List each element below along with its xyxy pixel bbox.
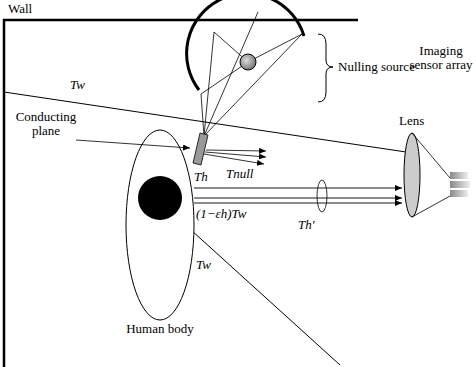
human-body-outline (126, 130, 194, 320)
part-label: Nulling source (338, 60, 415, 74)
lens-ray (412, 196, 450, 217)
part-label: Imaging sensor array (408, 44, 474, 72)
plane-ray (204, 32, 214, 136)
sensor-element (450, 181, 470, 188)
reflected-ray-arrow (194, 203, 402, 204)
plane-ray (204, 34, 302, 136)
lens-ray (412, 133, 450, 178)
sensor-element (450, 190, 468, 197)
signal-label: (1−εh)Tw (196, 207, 247, 221)
part-label: Conducting plane (14, 110, 78, 138)
brace (318, 34, 333, 102)
signal-label: Tw (70, 78, 85, 92)
nulling-reflector-arc (187, 0, 304, 90)
wall-line (4, 20, 358, 367)
null-ray-arrow (204, 154, 264, 164)
part-label: Lens (399, 114, 424, 128)
plane-ray (204, 12, 258, 136)
sensor-element (450, 172, 468, 179)
null-ray-arrow (205, 152, 266, 157)
signal-label: Th (194, 170, 208, 184)
nulling-source-emitter (240, 54, 256, 70)
signal-label: Tw (196, 258, 211, 272)
lens (404, 133, 420, 217)
plane-ray (201, 94, 204, 136)
reflected-ray-arrow (194, 198, 402, 199)
signal-label: Tnull (226, 167, 253, 181)
body-ray-arrow (194, 188, 402, 189)
wall-ray (180, 220, 340, 365)
source-ray (248, 34, 302, 62)
flux-loop (317, 180, 327, 212)
null-ray-arrow (206, 150, 266, 151)
part-label: Human body (122, 322, 198, 336)
signal-label: Th′ (298, 218, 315, 232)
conducting-plane (193, 133, 208, 165)
leader-arrow (76, 140, 190, 148)
human-head (138, 176, 182, 220)
wall-label: Wall (8, 2, 32, 16)
